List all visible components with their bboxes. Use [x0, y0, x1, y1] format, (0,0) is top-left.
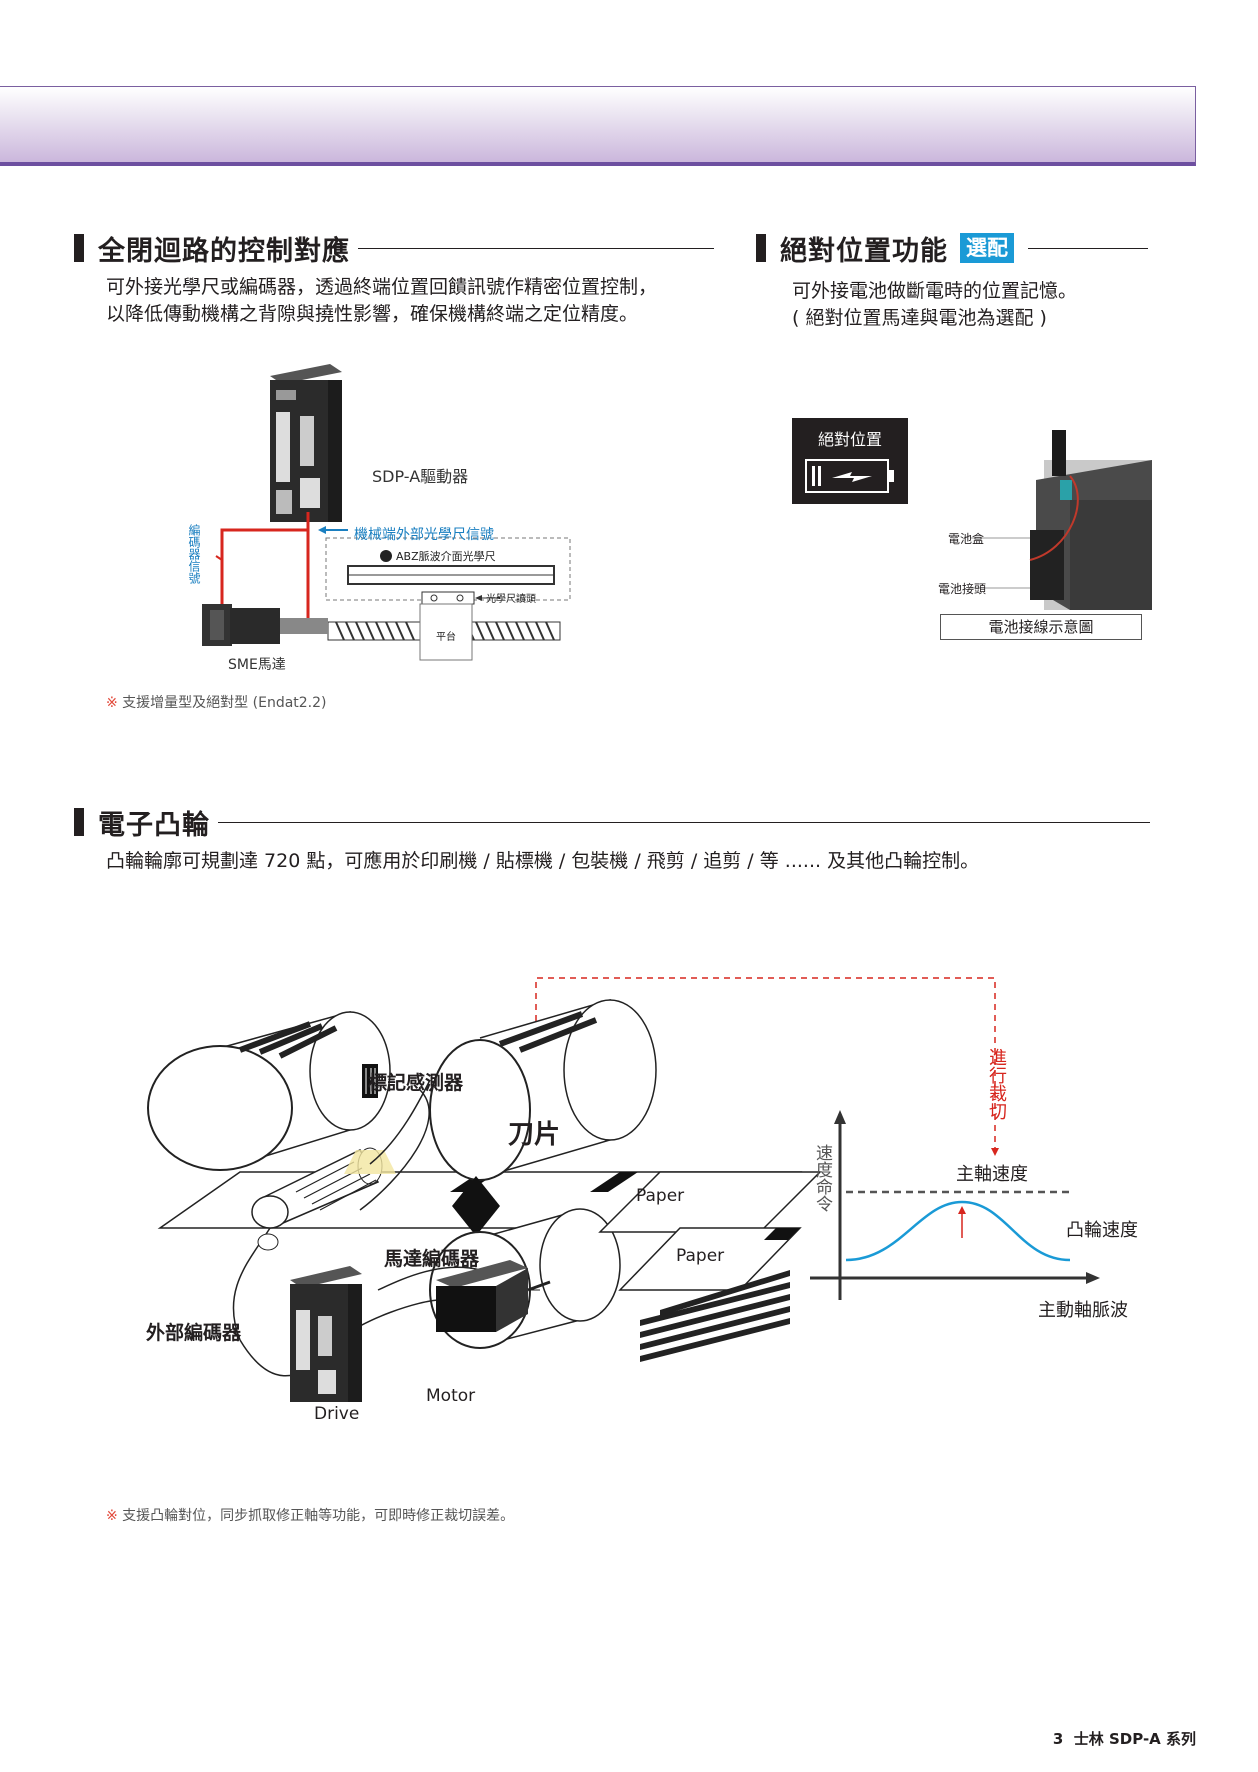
heading-bar	[756, 234, 766, 262]
section-heading-cam: 電子凸輪	[74, 802, 1150, 842]
unwind-roll	[147, 1011, 391, 1171]
main-speed-label: 主軸速度	[956, 1164, 1028, 1185]
drive-label: Drive	[314, 1404, 360, 1424]
cut-point	[452, 1176, 500, 1236]
page-number: 3	[1052, 1730, 1064, 1748]
cam-description: 凸輪輪廓可規劃達 720 點，可應用於印刷機 / 貼標機 / 包裝機 / 飛剪 …	[106, 850, 980, 872]
absolute-position-icon: 絕對位置	[792, 418, 908, 504]
optional-badge: 選配	[960, 233, 1014, 263]
blade-label: 刀片	[508, 1120, 561, 1150]
section-title: 電子凸輪	[98, 809, 210, 841]
desc-line: 可外接光學尺或編碼器，透過終端位置回饋訊號作精密位置控制，	[106, 276, 658, 298]
page-footer: 3 士林 SDP-A 系列	[1053, 1728, 1196, 1749]
battery-caption: 電池接線示意圖	[940, 614, 1142, 640]
mark-sensor	[344, 1064, 396, 1174]
absolute-description: 可外接電池做斷電時的位置記憶。 ( 絕對位置馬達與電池為選配 )	[792, 278, 1077, 332]
paper-stack	[640, 1270, 790, 1362]
reader-label: 光學尺讀頭	[486, 594, 536, 605]
mark-sensor-label: 標記感測器	[368, 1072, 464, 1094]
master-pulse-axis-label: 主動軸脈波	[1038, 1300, 1128, 1321]
note-text: 支援增量型及絕對型 (Endat2.2)	[117, 695, 327, 711]
paper-label: Paper	[636, 1186, 685, 1206]
desc-line: ( 絕對位置馬達與電池為選配 )	[792, 307, 1047, 329]
battery-icon	[805, 459, 894, 493]
cut-label: 進行裁切	[986, 1048, 1007, 1120]
paper-label: Paper	[676, 1246, 725, 1266]
heading-rule	[1028, 247, 1148, 249]
note-mark: ※	[106, 695, 118, 711]
sme-motor-image	[202, 604, 328, 646]
closed-loop-description: 可外接光學尺或編碼器，透過終端位置回饋訊號作精密位置控制， 以降低傳動機構之背隙…	[106, 274, 657, 328]
section-heading-closed-loop: 全閉迴路的控制對應	[74, 228, 714, 268]
section-title: 全閉迴路的控制對應	[98, 235, 350, 267]
platform	[419, 603, 473, 661]
header-banner	[0, 86, 1196, 166]
encoder-signal-label: 編碼器信號	[187, 524, 201, 584]
cam-note: ※ 支援凸輪對位，同步抓取修正軸等功能，可即時修正裁切誤差。	[106, 1505, 514, 1525]
scale-reader	[421, 591, 475, 605]
cam-speed-label: 凸輪速度	[1066, 1220, 1138, 1241]
blade-roll	[429, 998, 657, 1181]
electronic-cam-diagram	[147, 977, 1100, 1402]
cam-speed-curve	[845, 1200, 1071, 1262]
section-heading-absolute: 絕對位置功能 選配	[756, 228, 1148, 268]
note-mark: ※	[106, 1508, 118, 1524]
section-title: 絕對位置功能	[780, 235, 948, 267]
motor-image	[436, 1260, 551, 1332]
cam-speed-chart	[810, 1110, 1100, 1300]
motor-label: SME馬達	[228, 657, 286, 673]
battery-connector-label: 電池接頭	[938, 582, 987, 596]
servo-drive-image	[270, 364, 342, 522]
heading-rule	[358, 247, 714, 249]
motor-label: Motor	[426, 1386, 476, 1406]
red-signal-line	[220, 512, 310, 610]
desc-line: 可外接電池做斷電時的位置記憶。	[792, 280, 1078, 302]
battery-box-label: 電池盒	[948, 532, 985, 546]
series-name: 士林 SDP-A 系列	[1073, 1730, 1196, 1748]
drive-label: SDP-A驅動器	[372, 467, 469, 486]
battery-wiring-photo	[970, 430, 1152, 610]
external-encoder-label: 外部編碼器	[146, 1322, 242, 1344]
platform-label: 平台	[436, 632, 456, 643]
note-text: 支援凸輪對位，同步抓取修正軸等功能，可即時修正裁切誤差。	[117, 1508, 515, 1524]
motor-encoder-label: 馬達編碼器	[384, 1248, 480, 1270]
servo-drive-image	[290, 1266, 362, 1402]
closed-loop-note: ※ 支援增量型及絕對型 (Endat2.2)	[106, 692, 327, 712]
heading-bar	[74, 234, 84, 262]
scale-signal-label: 機械端外部光學尺信號	[354, 527, 494, 543]
heading-bar	[74, 808, 84, 836]
speed-command-axis-label: 速度命令	[812, 1144, 832, 1212]
heading-rule	[218, 821, 1150, 823]
icon-title: 絕對位置	[817, 430, 882, 449]
scale-name-label: ABZ脈波介面光學尺	[396, 550, 496, 563]
desc-line: 以降低傳動機構之背隙與撓性影響，確保機構終端之定位精度。	[106, 303, 639, 325]
closed-loop-diagram	[202, 364, 571, 661]
